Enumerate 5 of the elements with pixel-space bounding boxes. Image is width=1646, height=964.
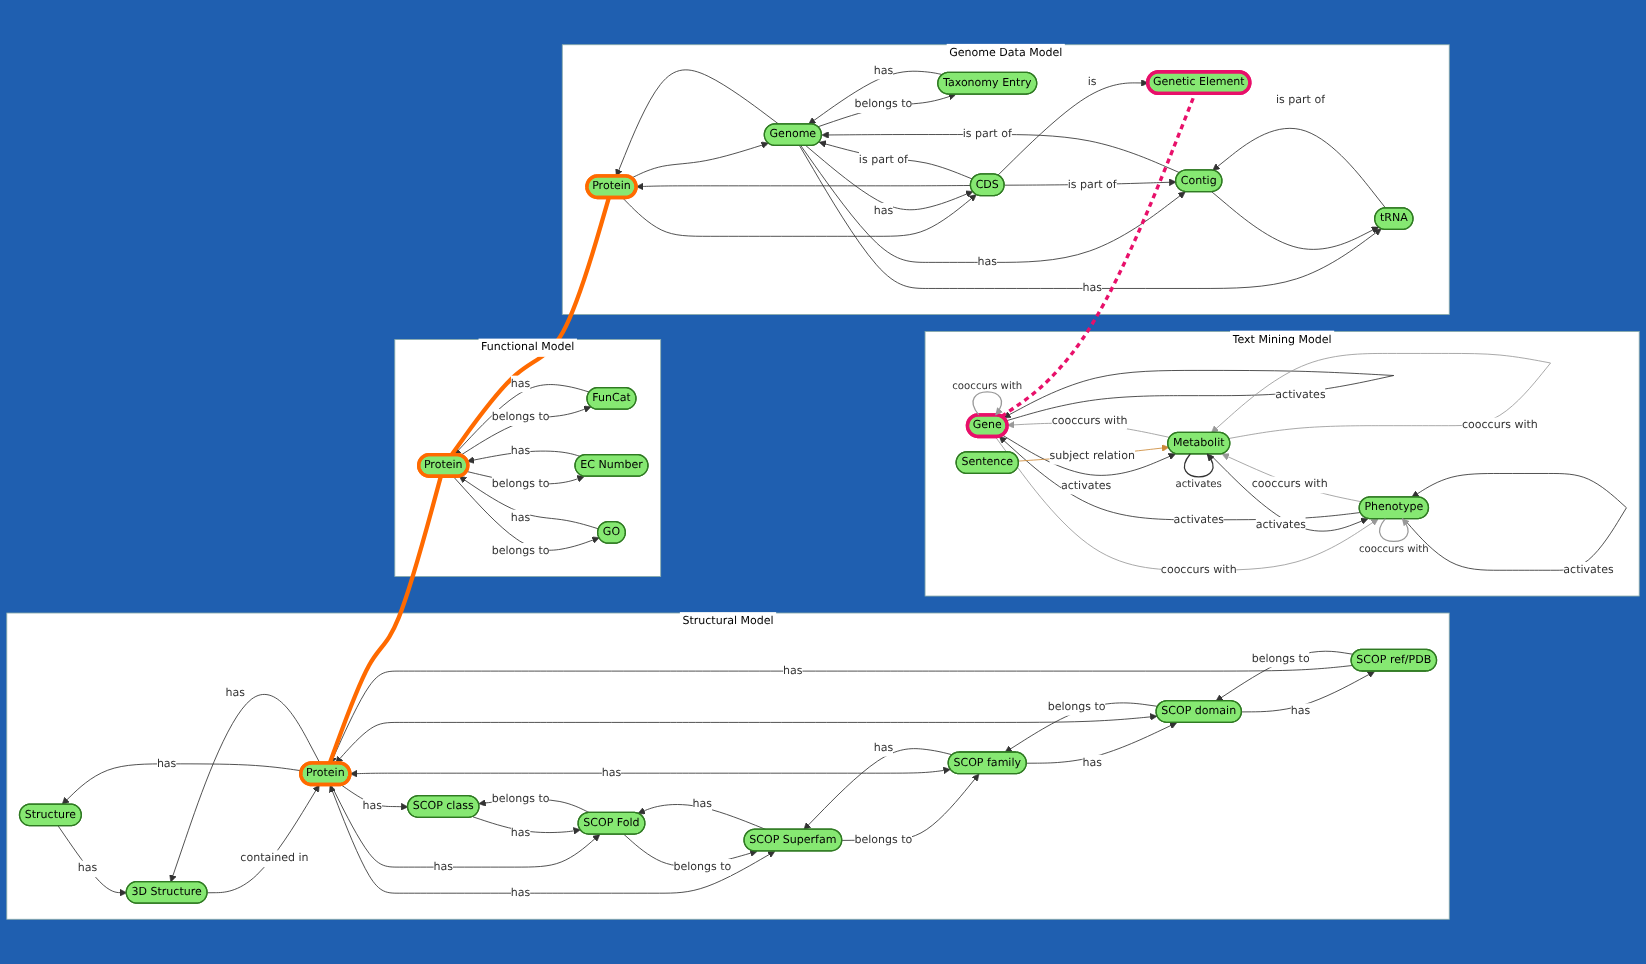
arrow <box>1378 517 1410 543</box>
connector <box>449 197 611 457</box>
connector <box>327 476 443 765</box>
arrow <box>972 391 1003 416</box>
arrow <box>1183 453 1215 478</box>
